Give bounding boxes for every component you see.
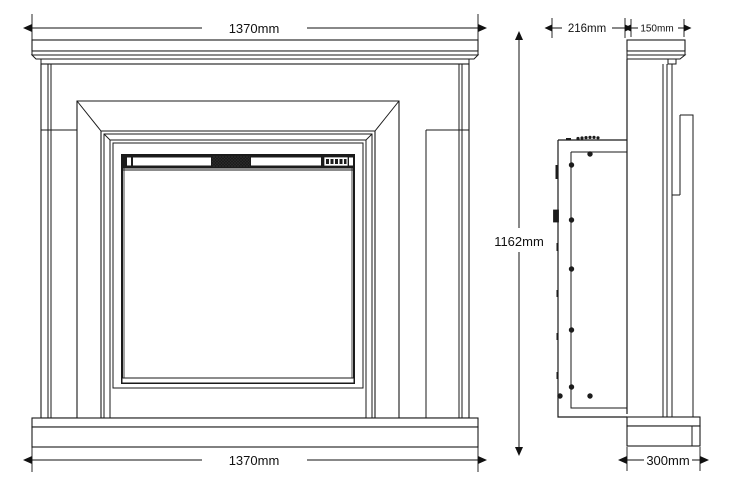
hearth-top-slab [31, 417, 479, 428]
dimension-label-side-upper-depth: 216mm [568, 23, 606, 35]
glass-panel-inner-edge [123, 156, 353, 382]
control-button-2-icon[interactable] [330, 159, 334, 164]
firebox-fixing-bolts [557, 151, 593, 399]
vent-bump [596, 136, 600, 140]
control-strip [121, 154, 355, 169]
fixing-bolt [568, 327, 575, 333]
side-mantel-bevel [626, 54, 687, 60]
dimension-label-front-top-width: 1370mm [229, 21, 280, 36]
inner-miter-top-left [103, 133, 111, 141]
mantel-shelf-top-slab [31, 39, 479, 52]
side-mantel-mid-band [626, 50, 686, 56]
mantel-shelf [30, 39, 480, 60]
side-firebox-body [553, 135, 627, 418]
hearth-base [31, 417, 479, 448]
control-strip-left-panel [133, 157, 211, 166]
inner-miter-top-right [365, 133, 373, 141]
dimension-front-top-width: 1370mm [23, 14, 487, 40]
front-elevation-view: 1370mm [23, 14, 487, 472]
mantel-shelf-bevel [30, 54, 480, 60]
side-hearth-body [626, 425, 701, 447]
side-upper-column [626, 59, 694, 418]
rear-fitting-bracket [553, 209, 559, 223]
fire-opening [112, 142, 364, 389]
control-strip-right-cap [349, 157, 353, 166]
vent-tab [566, 138, 571, 140]
fixing-bolt [587, 151, 593, 157]
side-hearth-top-slab [626, 416, 701, 427]
vent-bump [588, 135, 592, 139]
dimension-label-side-base-depth: 300mm [646, 453, 689, 468]
rear-fitting-tick-1 [556, 243, 559, 251]
side-hearth-base [626, 416, 701, 447]
ember-texture-patch [212, 156, 250, 167]
side-mantel-cap [626, 39, 687, 65]
control-button-3-icon[interactable] [335, 159, 338, 164]
control-strip-right-panel [251, 157, 321, 166]
miter-line-top-left [76, 100, 102, 132]
control-button-4-icon[interactable] [339, 159, 343, 164]
control-strip-left-cap [127, 157, 131, 166]
firebox-inner-back-and-bottom [570, 152, 627, 409]
fixing-bolt [568, 266, 575, 272]
rear-fitting-upper [555, 165, 559, 179]
control-button-5-icon[interactable] [344, 159, 347, 164]
dimension-label-side-mantel-depth: 150mm [640, 24, 673, 35]
dimension-overall-height: 1162mm [494, 31, 544, 456]
fixing-bolt [568, 384, 575, 390]
vent-bump [580, 136, 584, 140]
dimension-label-front-bottom-width: 1370mm [229, 453, 280, 468]
firebox-vent-bumps [566, 135, 600, 141]
control-button-1-icon[interactable] [326, 159, 329, 164]
firebox-rear-fittings [553, 165, 559, 379]
rear-fitting-tick-4 [556, 372, 559, 379]
fire-base-ledge [121, 377, 355, 384]
mantel-shelf-mid-band [31, 50, 479, 56]
side-rear-return-step [680, 114, 694, 418]
firebox-back-and-bottom [557, 140, 627, 418]
rear-fitting-tick-3 [556, 333, 559, 340]
side-mantel-return-block [667, 58, 677, 65]
rear-fitting-tick-2 [556, 290, 559, 297]
fixing-bolt [557, 393, 563, 399]
side-elevation-view: 216mm 150mm [544, 18, 709, 471]
fixing-bolt [568, 217, 575, 223]
fixing-bolt [568, 162, 575, 168]
right-pilaster [425, 64, 469, 418]
fixing-bolt [587, 393, 593, 399]
control-button-cluster[interactable] [323, 156, 349, 167]
dimension-side-mantel-depth: 150mm [623, 19, 692, 37]
dimension-side-base-depth: 300mm [618, 447, 709, 471]
dimension-label-overall-height: 1162mm [494, 234, 544, 249]
vent-bump [576, 136, 580, 141]
hearth-body [31, 426, 479, 448]
frieze-top-reveal [40, 58, 470, 65]
vent-bump [584, 136, 588, 140]
side-mantel-top-slab [626, 39, 686, 52]
vent-bump [592, 135, 596, 139]
dimension-front-bottom-width: 1370mm [23, 447, 487, 472]
miter-line-top-right [374, 100, 400, 132]
